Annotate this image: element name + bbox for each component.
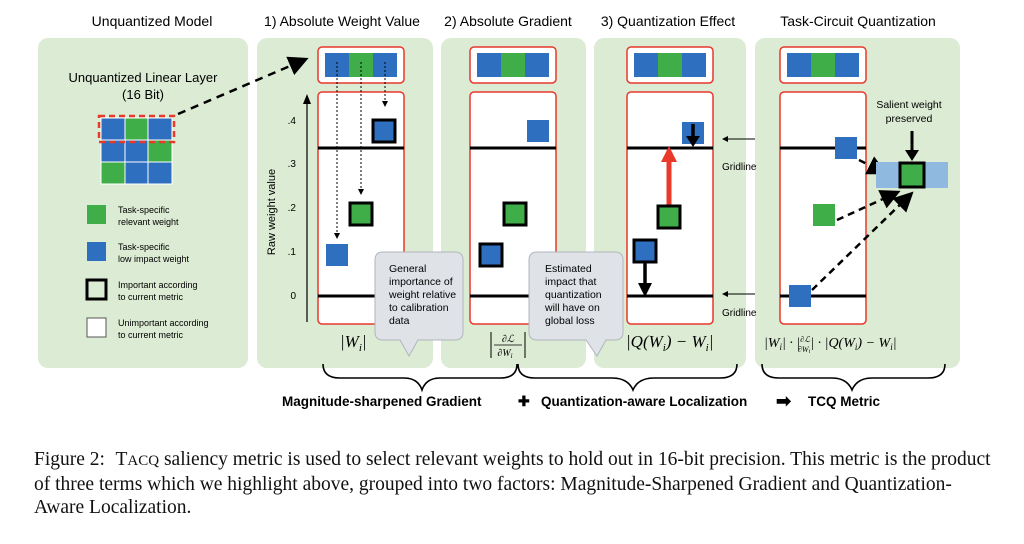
salient-label-2: preserved <box>886 113 933 125</box>
formula-tcq: |Wi| · |∂ℒ∂Wi| · |Q(Wi) − Wi| <box>764 335 897 355</box>
term-magnitude: Magnitude-sharpened Gradient <box>282 394 482 409</box>
legend-unimportant-label-1: Unimportant according <box>118 318 209 328</box>
callout-quant: Estimated impact that quantization will … <box>528 251 624 357</box>
quant-plot-marks <box>632 122 704 297</box>
callout1-line3: weight relative <box>388 289 456 301</box>
legend-important-label-1: Important according <box>118 280 198 290</box>
caption-lead: Figure 2: <box>34 449 105 470</box>
gridline-label-top: Gridline <box>722 162 757 173</box>
caption-tacq-t: T <box>115 449 128 470</box>
tcq-point-low <box>789 285 811 307</box>
y-tick-0.2: .2 <box>288 203 297 214</box>
callout2-line1: Estimated <box>545 263 592 275</box>
gradient-point-low <box>478 242 504 268</box>
legend-blue-label-1: Task-specific <box>118 242 170 252</box>
legend-green-label-2: relevant weight <box>118 217 179 227</box>
y-tick-0: 0 <box>290 291 296 302</box>
callout-gradient: General importance of weight relative to… <box>374 251 464 358</box>
header-quantization-effect: 3) Quantization Effect <box>601 13 735 29</box>
callout1-line4: to calibration <box>389 302 449 314</box>
gradient-plot-marks <box>478 120 549 268</box>
callout2-line5: global loss <box>545 315 595 327</box>
caption-text: saliency metric is used to select releva… <box>34 449 991 518</box>
weight-point-green <box>348 201 374 227</box>
callout2-line4: will have on <box>544 302 600 314</box>
quant-point-low <box>632 238 658 264</box>
formula-weight: |Wi| <box>340 332 367 354</box>
term-localization: Quantization-aware Localization <box>541 394 747 409</box>
legend-blue-swatch <box>87 242 106 261</box>
figure-caption: Figure 2: TACQ saliency metric is used t… <box>34 448 994 519</box>
legend-important-label-2: to current metric <box>118 292 184 302</box>
svg-text:∂Wi: ∂Wi <box>497 348 512 360</box>
layer-subtitle: (16 Bit) <box>122 87 164 102</box>
weight-plot-marks <box>326 62 397 266</box>
row-extract-arrow <box>177 56 309 116</box>
arrow-symbol: ➡ <box>776 391 792 411</box>
row-strips <box>317 46 867 84</box>
svg-text:∂ℒ: ∂ℒ <box>502 334 515 345</box>
callout2-line3: quantization <box>545 289 602 301</box>
weight-grid <box>100 117 173 185</box>
y-tick-0.4: .4 <box>288 116 297 127</box>
tcq-plot-marks: Salient weight preserved <box>789 99 948 307</box>
gridline-label-bottom: Gridline <box>722 308 757 319</box>
header-absolute-gradient: 2) Absolute Gradient <box>444 13 572 29</box>
y-tick-0.1: .1 <box>288 247 297 258</box>
tcq-diagram: Unquantized Model 1) Absolute Weight Val… <box>38 13 960 411</box>
braces <box>322 363 946 393</box>
gradient-point-high <box>527 120 549 142</box>
callout1-line2: importance of <box>389 276 453 288</box>
weight-point-low <box>326 244 348 266</box>
legend-green-label-1: Task-specific <box>118 205 170 215</box>
panel-unquantized <box>38 38 248 368</box>
legend-green-swatch <box>87 205 106 224</box>
tcq-point-green <box>813 204 835 226</box>
tcq-point-high <box>835 137 857 159</box>
callout1-line1: General <box>389 263 426 275</box>
quant-point-green <box>656 204 682 230</box>
legend: Task-specific relevant weight Task-speci… <box>85 205 209 340</box>
caption-tacq-rest: ACQ <box>127 453 160 469</box>
gridline-labels: Gridline Gridline <box>722 136 757 319</box>
legend-unimportant-label-2: to current metric <box>118 330 184 340</box>
formulas: |Wi| ∂ℒ ∂Wi |Q(Wi) − Wi| |Wi| · |∂ℒ∂Wi| … <box>340 332 897 360</box>
y-axis-label: Raw weight value <box>266 169 278 255</box>
weight-point-high <box>371 118 397 144</box>
y-tick-0.3: .3 <box>288 159 297 170</box>
gradient-point-green <box>502 201 528 227</box>
formula-quant: |Q(Wi) − Wi| <box>626 332 713 354</box>
salient-label-1: Salient weight <box>876 99 941 111</box>
formula-gradient: ∂ℒ ∂Wi <box>490 332 526 360</box>
preserved-weight <box>898 161 926 189</box>
header-absolute-weight: 1) Absolute Weight Value <box>264 13 420 29</box>
header-unquantized: Unquantized Model <box>92 13 213 29</box>
y-axis: .4 .3 .2 .1 0 Raw weight value <box>266 94 311 322</box>
layer-title: Unquantized Linear Layer <box>69 70 219 85</box>
header-tcq: Task-Circuit Quantization <box>780 13 936 29</box>
legend-important-swatch <box>85 278 108 301</box>
legend-blue-label-2: low impact weight <box>118 254 190 264</box>
bottom-labels: Magnitude-sharpened Gradient ✚ Quantizat… <box>282 391 881 411</box>
callout2-line2: impact that <box>545 276 596 288</box>
callout1-line5: data <box>389 315 410 327</box>
legend-unimportant-swatch <box>86 317 107 338</box>
term-tcq: TCQ Metric <box>808 394 881 409</box>
plus-symbol: ✚ <box>518 393 530 409</box>
